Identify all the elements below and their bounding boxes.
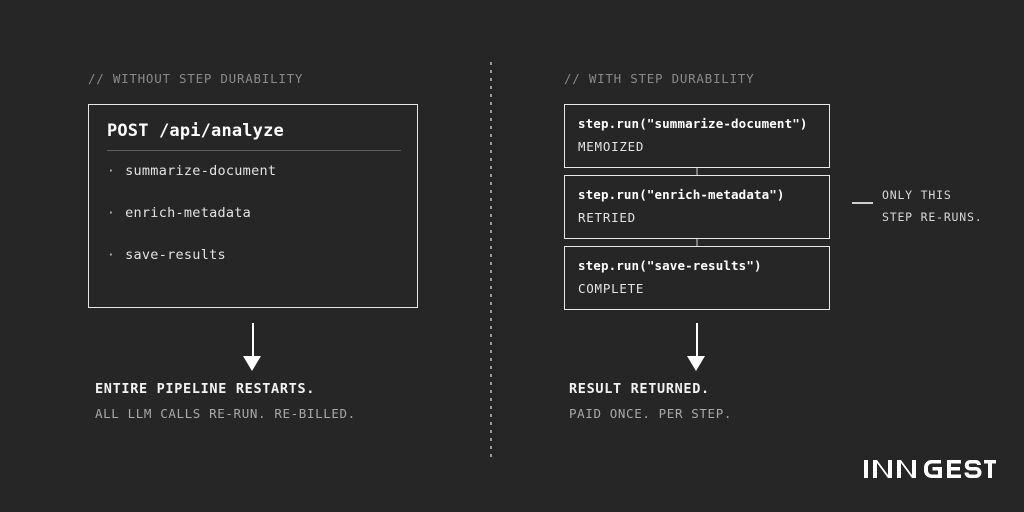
column-divider: [490, 62, 492, 462]
bullet-icon: ·: [107, 164, 116, 179]
list-item-label: save-results: [125, 247, 226, 263]
durable-step-box: step.run("save-results") COMPLETE: [564, 246, 830, 310]
down-arrow-icon: [686, 323, 708, 371]
durable-step-box: step.run("summarize-document") MEMOIZED: [564, 104, 830, 168]
left-outcome: ENTIRE PIPELINE RESTARTS. ALL LLM CALLS …: [95, 381, 356, 421]
outcome-detail: PAID ONCE. PER STEP.: [569, 406, 733, 421]
endpoint-label: POST /api/analyze: [107, 121, 284, 141]
step-connector: [696, 168, 698, 175]
status-badge: RETRIED: [578, 210, 636, 225]
step-list: · summarize-document · enrich-metadata ·…: [107, 163, 401, 289]
outcome-headline: RESULT RETURNED.: [569, 381, 710, 397]
callout-line-1: ONLY THIS: [882, 188, 952, 202]
inngest-logo: [864, 456, 996, 482]
left-column-comment: // WITHOUT STEP DURABILITY: [88, 71, 304, 86]
list-item: · summarize-document: [107, 163, 401, 205]
step-call-label: step.run("summarize-document"): [578, 116, 808, 131]
step-call-label: step.run("save-results"): [578, 258, 762, 273]
step-connector: [696, 239, 698, 246]
list-item-label: summarize-document: [125, 163, 277, 179]
durable-step-box: step.run("enrich-metadata") RETRIED: [564, 175, 830, 239]
step-call-label: step.run("enrich-metadata"): [578, 187, 785, 202]
bullet-icon: ·: [107, 248, 116, 263]
bullet-icon: ·: [107, 206, 116, 221]
endpoint-divider-rule: [107, 150, 401, 151]
down-arrow-icon: [242, 323, 264, 371]
list-item: · save-results: [107, 247, 401, 289]
list-item: · enrich-metadata: [107, 205, 401, 247]
outcome-headline: ENTIRE PIPELINE RESTARTS.: [95, 381, 316, 397]
callout-line-2: STEP RE-RUNS.: [882, 210, 983, 224]
status-badge: COMPLETE: [578, 281, 645, 296]
list-item-label: enrich-metadata: [125, 205, 252, 221]
right-outcome: RESULT RETURNED. PAID ONCE. PER STEP.: [569, 381, 732, 421]
right-column-comment: // WITH STEP DURABILITY: [564, 71, 755, 86]
outcome-detail: ALL LLM CALLS RE-RUN. RE-BILLED.: [95, 406, 356, 421]
callout-leader-line: [852, 202, 873, 204]
monolithic-endpoint-box: POST /api/analyze · summarize-document ·…: [88, 104, 418, 308]
status-badge: MEMOIZED: [578, 139, 645, 154]
